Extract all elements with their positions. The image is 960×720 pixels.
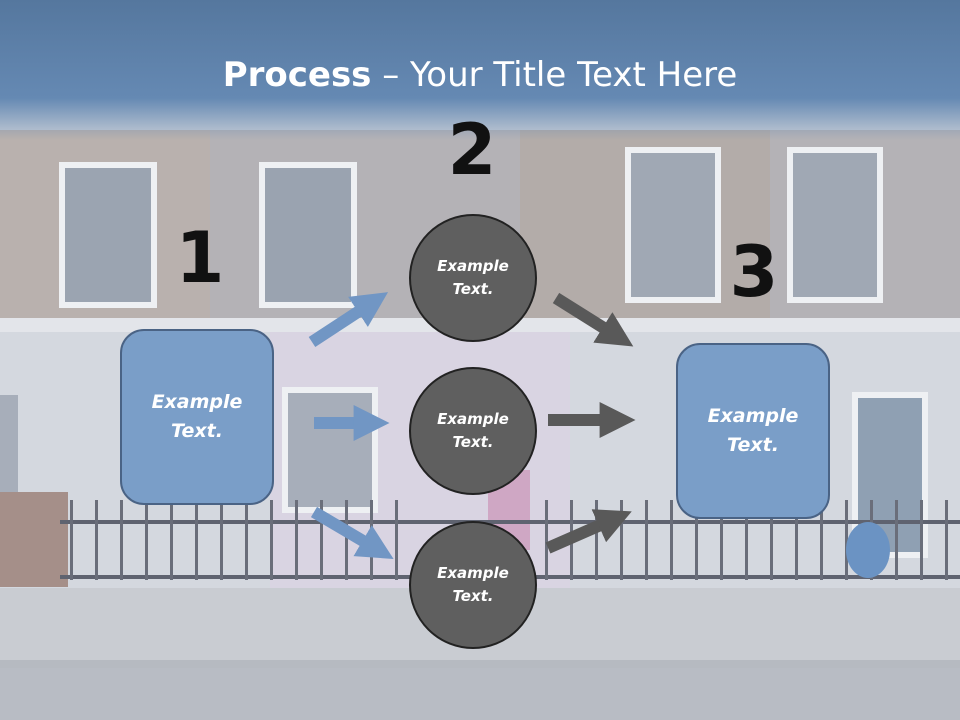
arrow-to-top-circle <box>308 292 389 348</box>
right-text-box: Example Text. <box>676 343 830 519</box>
arrow-to-bottom-circle <box>310 506 394 559</box>
left-box-label: Example Text. <box>151 391 243 442</box>
step-number-3: 3 <box>729 231 779 313</box>
slide-title: Process – Your Title Text Here <box>0 50 960 100</box>
top-circle-label: Example Text. <box>437 257 509 298</box>
bottom-circle: Example Text. <box>409 521 537 649</box>
bottom-circle-label: Example Text. <box>437 564 509 605</box>
middle-circle: Example Text. <box>409 367 537 495</box>
middle-circle-label: Example Text. <box>437 410 509 451</box>
title-rest: – Your Title Text Here <box>371 55 738 95</box>
left-text-box: Example Text. <box>120 329 274 505</box>
title-band <box>0 0 960 140</box>
arrow-from-top-circle <box>552 292 634 347</box>
step-number-2: 2 <box>447 109 497 191</box>
top-circle: Example Text. <box>409 214 537 342</box>
title-bold: Process <box>222 55 372 95</box>
right-box-label: Example Text. <box>707 405 799 456</box>
step-number-1: 1 <box>175 217 225 299</box>
arrow-from-bottom-circle <box>545 509 632 554</box>
